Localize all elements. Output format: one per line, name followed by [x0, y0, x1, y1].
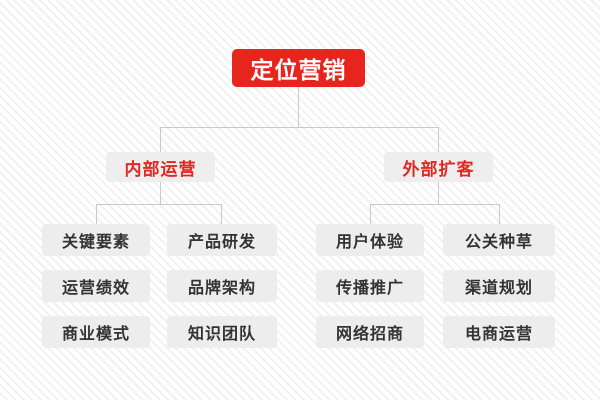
leaf-node-wangluo-zhaoshang[interactable]: 网络招商 [316, 316, 424, 348]
branch-node-neibu-yunying[interactable]: 内部运营 [106, 152, 215, 182]
leaf-node-gongguan-zhongcao[interactable]: 公关种草 [443, 224, 555, 256]
connector-branch-right-to-col3 [370, 204, 371, 224]
branch-node-waibu-kuoke[interactable]: 外部扩客 [384, 152, 493, 182]
connector-branch-left-bar [96, 204, 222, 205]
connector-root-stem [298, 86, 299, 127]
connector-branch-left-stem [160, 182, 161, 204]
leaf-node-qudao-guihua[interactable]: 渠道规划 [443, 270, 555, 302]
leaf-node-shangye-moshi[interactable]: 商业模式 [42, 316, 150, 348]
leaf-node-pinpai-jiagou[interactable]: 品牌架构 [167, 270, 277, 302]
connector-branch-right-to-col4 [499, 204, 500, 224]
connector-branch-right-stem [438, 182, 439, 204]
root-node-dingwei-yingxiao[interactable]: 定位营销 [232, 49, 365, 87]
leaf-node-dianshang-yunying[interactable]: 电商运营 [443, 316, 555, 348]
connector-root-to-branch-left [160, 127, 161, 152]
connector-branch-right-bar [370, 204, 499, 205]
leaf-node-chanpin-yanfa[interactable]: 产品研发 [167, 224, 277, 256]
leaf-node-guanjian-yaosu[interactable]: 关键要素 [42, 224, 150, 256]
leaf-node-yonghu-tiyan[interactable]: 用户体验 [316, 224, 424, 256]
connector-root-to-branch-right [438, 127, 439, 152]
leaf-node-chuanbo-tuiguang[interactable]: 传播推广 [316, 270, 424, 302]
connector-root-bar [160, 127, 439, 128]
leaf-node-yunying-jixiao[interactable]: 运营绩效 [42, 270, 150, 302]
leaf-node-zhishi-tuandui[interactable]: 知识团队 [167, 316, 277, 348]
connector-branch-left-to-col2 [221, 204, 222, 224]
connector-branch-left-to-col1 [96, 204, 97, 224]
